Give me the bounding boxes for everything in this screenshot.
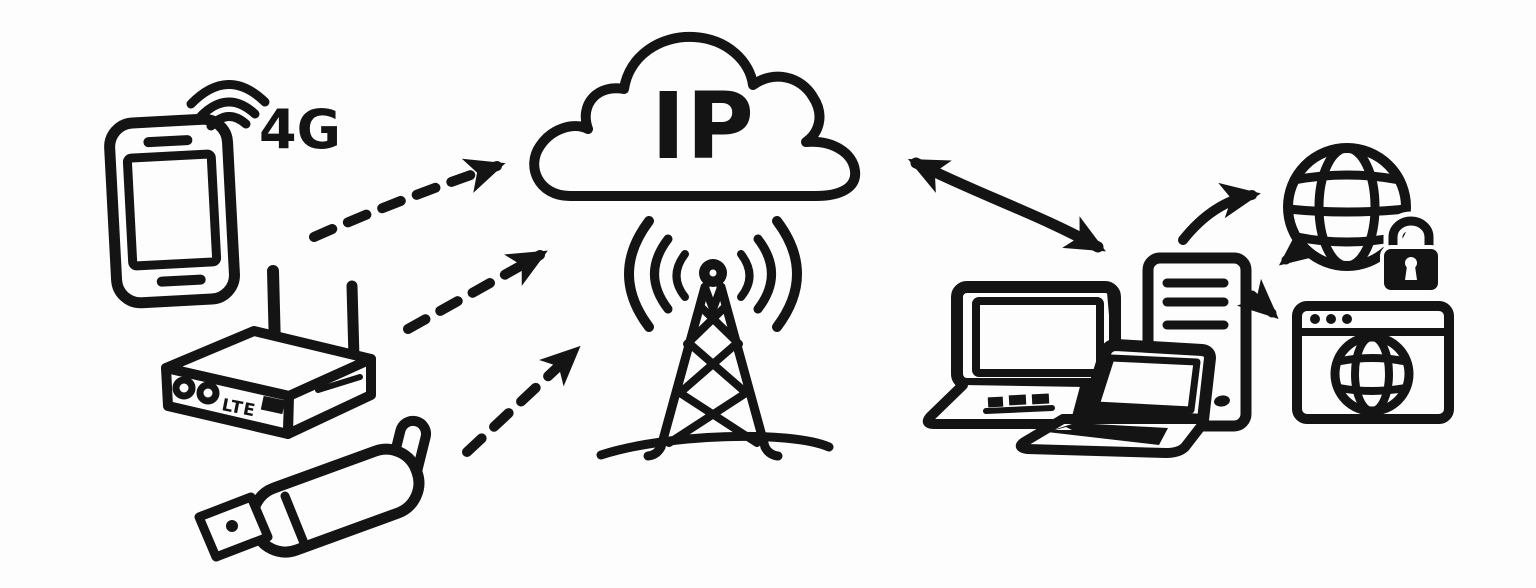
router-led: [196, 381, 220, 405]
browser-dot: [1326, 314, 1336, 324]
router-vent: [315, 374, 363, 393]
laptop-screen: [972, 297, 1104, 377]
phone-to-cloud-arrow: [309, 158, 506, 242]
padlock-icon: [1380, 211, 1442, 294]
router-led: [172, 376, 196, 400]
usb-modem-icon: [194, 415, 432, 562]
ground-line: [596, 431, 834, 460]
usb-plug-hole: [226, 520, 238, 532]
router-port: [260, 395, 286, 415]
padlock-shackle: [1388, 216, 1434, 256]
smartphone-icon: [104, 113, 240, 309]
cellular-label: 4G: [259, 98, 341, 161]
phone-speaker: [143, 135, 193, 148]
ip-cloud-icon: IP: [529, 31, 861, 201]
server-to-browser-arrow: [1236, 278, 1279, 320]
router-antenna: [346, 280, 360, 364]
browser-dot: [1310, 314, 1320, 324]
cloud-computers-double-arrow: [907, 157, 1106, 253]
browser-dot: [1342, 314, 1352, 324]
server-power-dot: [1214, 395, 1230, 407]
laptop-icon: [922, 281, 1121, 429]
laptop-keyboard: [983, 393, 1055, 414]
server-to-globe-arrow: [1178, 182, 1261, 245]
router-to-cloud-arrow: [403, 250, 548, 334]
phone-screen: [122, 149, 222, 271]
cloud-label: IP: [651, 73, 755, 180]
wifi-waves-icon: [186, 80, 270, 131]
browser-window-icon: [1292, 301, 1454, 424]
phone-home-button: [156, 274, 206, 287]
front-laptop-keyboard: [1047, 423, 1168, 445]
modem-to-cloud-arrow: [462, 345, 581, 457]
dashed-uplink-arrows: [309, 158, 581, 457]
cell-tower-icon: [596, 216, 834, 461]
lte-router-icon: LTE: [161, 265, 376, 439]
front-laptop-icon: [1015, 339, 1216, 458]
browser-globe-icon: [1330, 332, 1414, 416]
